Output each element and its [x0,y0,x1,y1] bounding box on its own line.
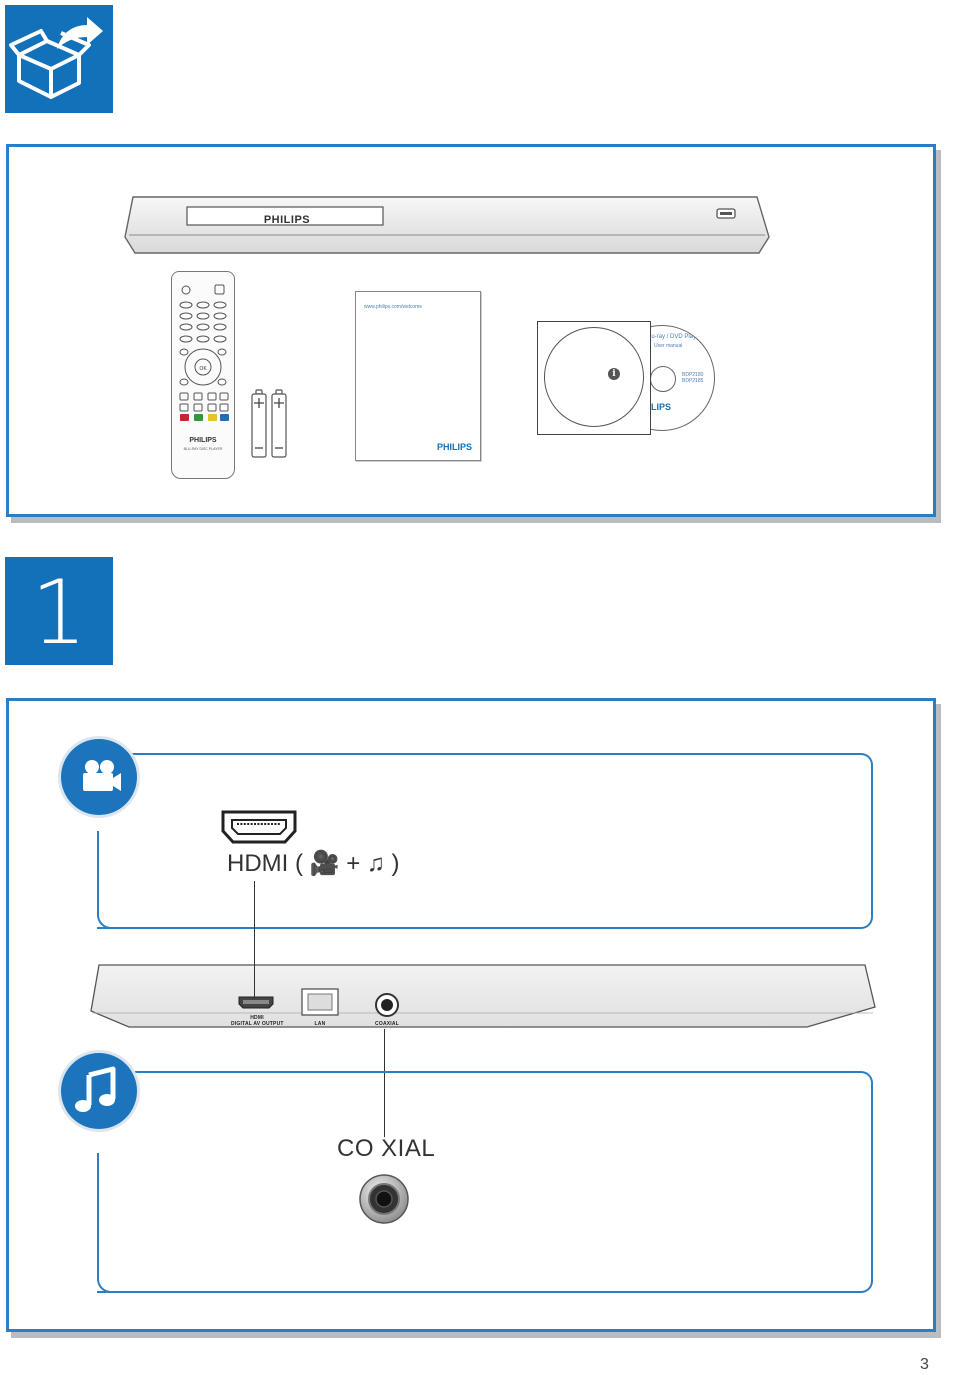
hdmi-connector-drawing [221,810,297,844]
player-rear-drawing [90,964,876,1028]
remote-brand-logo: PHILIPS [189,437,217,444]
step-number: 1 [31,561,87,664]
hdmi-label: HDMI ( 🎥 + ♫ ) [227,850,400,877]
manual-url: www.philips.com/welcome [364,304,423,310]
player-brand-logo: PHILIPS [263,214,311,226]
hdmi-leader-line [254,881,255,999]
cd-model-2: BDP2185 [682,378,704,384]
cd-brand-logo: PHILIPS [636,402,672,412]
port-label-coaxial: COAXIAL [375,1021,399,1027]
box-contents-icon [9,17,103,99]
port-label-hdmi: HDMI [250,1015,264,1021]
video-box-bottom-left [97,831,119,929]
video-connection-box [97,753,873,929]
batteries-drawing [251,389,287,458]
box-contents-panel: PHILIPS OK [6,144,936,517]
remote-buttons: OK [179,284,229,421]
video-icon-badge [61,739,137,815]
coaxial-connector-drawing [359,1174,409,1224]
cd-title: Blu-ray / DVD Player [646,334,702,340]
box-contents-badge [5,5,113,113]
audio-icon-badge [61,1053,137,1129]
music-note-icon [75,1066,116,1112]
page-number: 3 [920,1356,929,1373]
remote-caption: BLU-RAY DISC PLAYER [183,447,223,451]
audio-connection-box [97,1071,873,1293]
cd-model-1: BDP2180 [682,372,704,378]
remote-control: OK PHILIPS BLU-RAY DISC PLAYER [171,271,235,479]
player-front-drawing [124,196,770,254]
video-camera-icon [83,760,121,791]
connection-panel: HDMI ( 🎥 + ♫ ) HDMI DIGITAL AV OUTPUT LA… [6,698,936,1332]
port-label-hdmi-output: DIGITAL AV OUTPUT [231,1021,284,1027]
audio-box-bottom-left [97,1153,119,1293]
coaxial-leader-line [384,1029,385,1137]
manual-brand-logo: PHILIPS [436,442,472,452]
coaxial-label: CO XIAL [337,1135,436,1162]
cd-subtitle: User manual [654,343,683,349]
cd-sleeve: i [537,321,651,435]
svg-text:OK: OK [199,366,207,372]
user-manual-booklet: www.philips.com/welcome PHILIPS [355,291,481,461]
port-label-lan: LAN [314,1021,326,1027]
step-number-badge: 1 [5,557,113,665]
